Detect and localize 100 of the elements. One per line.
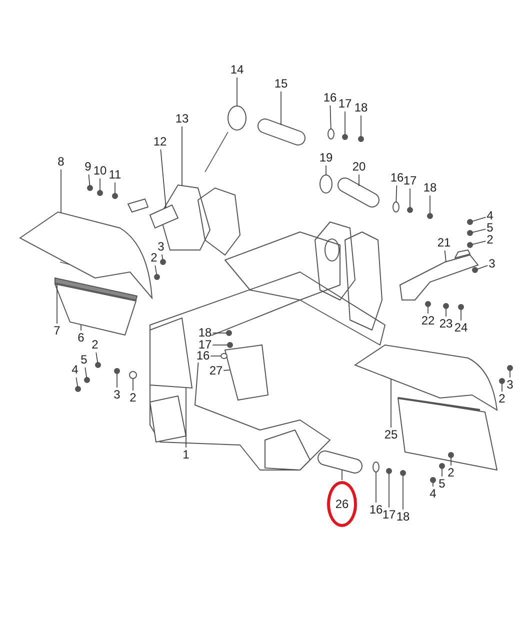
fastener	[87, 185, 93, 191]
leader-line	[402, 475, 404, 510]
leader-line	[76, 377, 78, 387]
callout-number: 6	[78, 332, 84, 344]
callout-number: 17	[338, 98, 352, 110]
frame-part	[354, 344, 498, 410]
leader-line	[84, 367, 88, 378]
fastener	[467, 230, 473, 236]
callout-number: 21	[437, 236, 451, 250]
leader-line	[116, 373, 118, 388]
fastener	[112, 193, 118, 199]
fastener	[499, 378, 505, 384]
leader-line	[472, 240, 486, 245]
callout-number: 14	[230, 64, 244, 76]
fastener	[425, 301, 431, 307]
callout-number: 2	[150, 252, 158, 264]
callout-number: 22	[421, 314, 435, 328]
washer	[228, 106, 246, 130]
callout-number: 3	[488, 258, 496, 270]
callout-number: 5	[486, 222, 494, 234]
leader-line	[396, 185, 398, 202]
fastener	[430, 477, 436, 483]
callout-number: 2	[448, 466, 454, 480]
callout-number: 2	[486, 234, 494, 246]
callout-number: 4	[72, 364, 78, 376]
callout-number: 27	[209, 364, 223, 378]
callout-number: 24	[454, 322, 468, 334]
washer	[129, 371, 137, 379]
leader-line	[160, 149, 166, 208]
frame-part	[149, 204, 179, 229]
fastener	[97, 190, 103, 196]
leader-line	[132, 378, 134, 391]
leader-line	[80, 324, 82, 331]
fastener	[443, 303, 449, 309]
callout-number: 15	[274, 78, 288, 90]
callout-number: 3	[114, 388, 120, 402]
callout-number: 16	[369, 504, 383, 516]
callout-number: 13	[175, 112, 189, 126]
leader-line	[450, 457, 452, 466]
leader-line	[476, 265, 488, 270]
callout-number: 4	[486, 210, 494, 222]
fastener	[342, 134, 348, 140]
pin	[258, 118, 306, 146]
callout-number: 4	[430, 488, 436, 500]
leader-line	[236, 77, 238, 106]
leader-line	[223, 370, 230, 371]
fastener	[114, 368, 120, 374]
fastener	[467, 242, 473, 248]
leader-line	[344, 111, 346, 135]
fastener	[407, 207, 413, 213]
pin	[318, 450, 362, 474]
callout-number: 20	[352, 160, 366, 174]
leader-line	[88, 174, 90, 186]
callout-number: 7	[54, 324, 60, 338]
leader-line	[154, 265, 158, 275]
fastener	[160, 259, 166, 265]
fastener	[386, 468, 392, 474]
leader-line	[388, 473, 390, 508]
leader-line	[212, 344, 228, 346]
leader-line	[162, 254, 164, 260]
washer	[220, 353, 228, 359]
highlighted-callout-number: 26	[327, 481, 357, 527]
callout-number: 18	[423, 182, 437, 194]
fastener	[226, 330, 232, 336]
callout-number: 3	[506, 378, 514, 392]
leader-line	[96, 352, 98, 363]
leader-line	[330, 105, 332, 130]
frame-part	[224, 344, 269, 401]
fastener	[400, 470, 406, 476]
callout-number: 16	[390, 172, 404, 184]
callout-number: 2	[130, 392, 136, 404]
callout-number: 11	[108, 168, 122, 182]
fastener	[448, 452, 454, 458]
frame-part	[150, 317, 193, 389]
pin	[338, 178, 380, 208]
leader-line	[472, 228, 486, 233]
callout-number: 18	[396, 510, 410, 524]
callout-number: 17	[382, 508, 396, 522]
callout-number: 8	[58, 156, 64, 168]
callout-number: 25	[384, 428, 398, 442]
fastener	[84, 377, 90, 383]
fastener	[439, 463, 445, 469]
callout-number: 1	[182, 448, 190, 462]
callout-number: 2	[498, 392, 506, 406]
callout-number: 16	[323, 92, 337, 104]
leader-line	[432, 482, 434, 487]
fastener	[458, 304, 464, 310]
callout-number: 19	[319, 152, 333, 164]
frame-part	[399, 254, 479, 300]
leader-line	[280, 91, 282, 126]
callout-number: 5	[438, 478, 446, 490]
callout-number: 16	[196, 350, 210, 362]
fastener	[507, 365, 513, 371]
fastener	[154, 274, 160, 280]
fastener	[227, 342, 233, 348]
callout-number: 10	[93, 164, 107, 178]
leader-line	[460, 309, 462, 321]
leader-line	[56, 284, 58, 324]
leader-line	[360, 115, 362, 137]
mounting-strip	[54, 277, 138, 301]
